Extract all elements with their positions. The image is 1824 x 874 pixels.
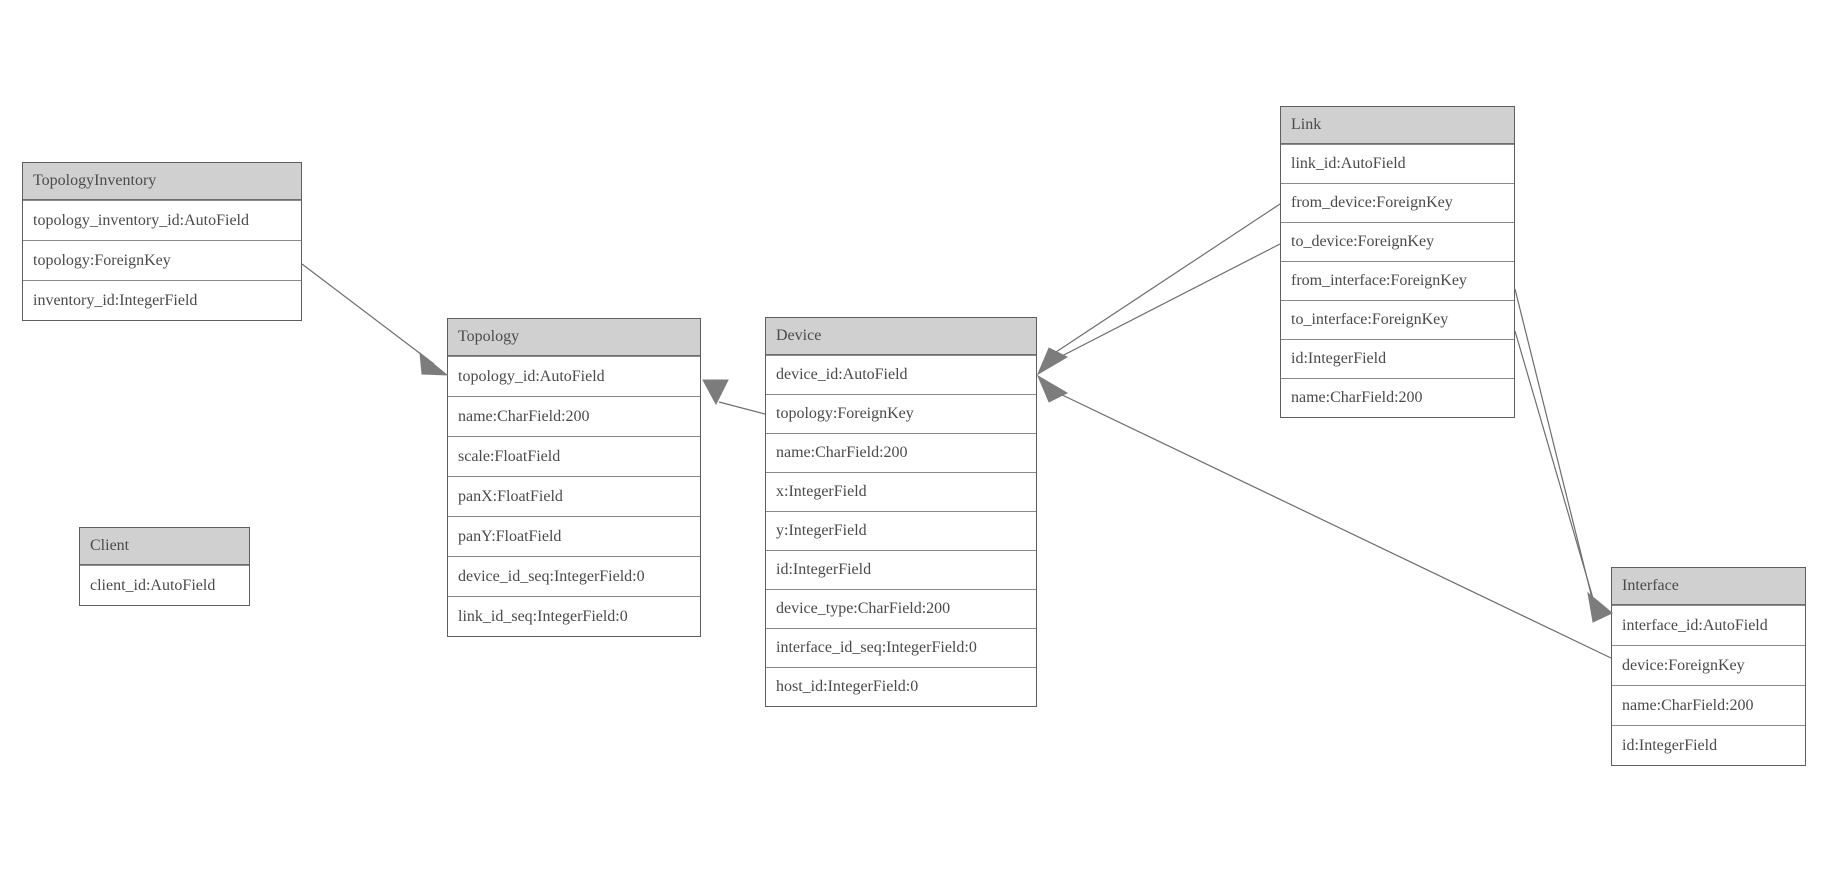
arrowhead-link-to_interface-to-interface [1587,591,1613,623]
field-row-topology-panX: panX:FloatField [448,476,700,516]
arrowhead-device-topology-to-topology [702,379,729,406]
field-row-device-device_type: device_type:CharField:200 [766,589,1036,628]
field-row-device-topology: topology:ForeignKey [766,394,1036,433]
field-row-topology-name: name:CharField:200 [448,396,700,436]
field-row-topology-scale: scale:FloatField [448,436,700,476]
field-row-device-device_id: device_id:AutoField [766,355,1036,394]
field-row-device-name: name:CharField:200 [766,433,1036,472]
field-row-device-y: y:IntegerField [766,511,1036,550]
connector-link-to_device-to-device [1055,243,1281,360]
entity-title-interface: Interface [1612,568,1805,605]
field-row-link-id: id:IntegerField [1281,339,1514,378]
field-row-topology-inventory-topology_inventory_id: topology_inventory_id:AutoField [23,200,301,240]
field-row-link-from_device: from_device:ForeignKey [1281,183,1514,222]
field-row-link-name: name:CharField:200 [1281,378,1514,417]
field-row-device-id: id:IntegerField [766,550,1036,589]
field-row-interface-interface_id: interface_id:AutoField [1612,605,1805,645]
field-row-topology-inventory-topology: topology:ForeignKey [23,240,301,280]
field-row-interface-name: name:CharField:200 [1612,685,1805,725]
field-row-topology-panY: panY:FloatField [448,516,700,556]
field-row-topology-inventory-inventory_id: inventory_id:IntegerField [23,280,301,320]
arrowhead-link-to_device-to-device [1036,347,1069,376]
arrowhead-interface-device-to-device [1036,374,1069,403]
entity-title-topology-inventory: TopologyInventory [23,163,301,200]
field-row-topology-device_id_seq: device_id_seq:IntegerField:0 [448,556,700,596]
field-row-client-client_id: client_id:AutoField [80,565,249,605]
field-row-topology-link_id_seq: link_id_seq:IntegerField:0 [448,596,700,636]
field-row-device-host_id: host_id:IntegerField:0 [766,667,1036,706]
field-row-link-from_interface: from_interface:ForeignKey [1281,261,1514,300]
entity-title-topology: Topology [448,319,700,356]
connector-link-from_interface-to-interface [1514,288,1594,603]
entity-title-client: Client [80,528,249,565]
field-row-interface-id: id:IntegerField [1612,725,1805,765]
entity-title-device: Device [766,318,1036,355]
connector-device-topology-to-topology [718,401,766,415]
field-row-link-to_interface: to_interface:ForeignKey [1281,300,1514,339]
field-row-device-interface_id_seq: interface_id_seq:IntegerField:0 [766,628,1036,667]
arrowhead-topologyinventory-topology-to-topology [419,351,449,376]
connector-topologyinventory-topology-to-topology [301,263,435,365]
connector-link-to_interface-to-interface [1514,330,1598,613]
field-row-interface-device: device:ForeignKey [1612,645,1805,685]
field-row-topology-topology_id: topology_id:AutoField [448,356,700,396]
field-row-link-link_id: link_id:AutoField [1281,144,1514,183]
entity-title-link: Link [1281,107,1514,144]
field-row-link-to_device: to_device:ForeignKey [1281,222,1514,261]
connector-interface-device-to-device [1055,391,1612,659]
connector-link-from_device-to-device [1055,203,1281,353]
field-row-device-x: x:IntegerField [766,472,1036,511]
